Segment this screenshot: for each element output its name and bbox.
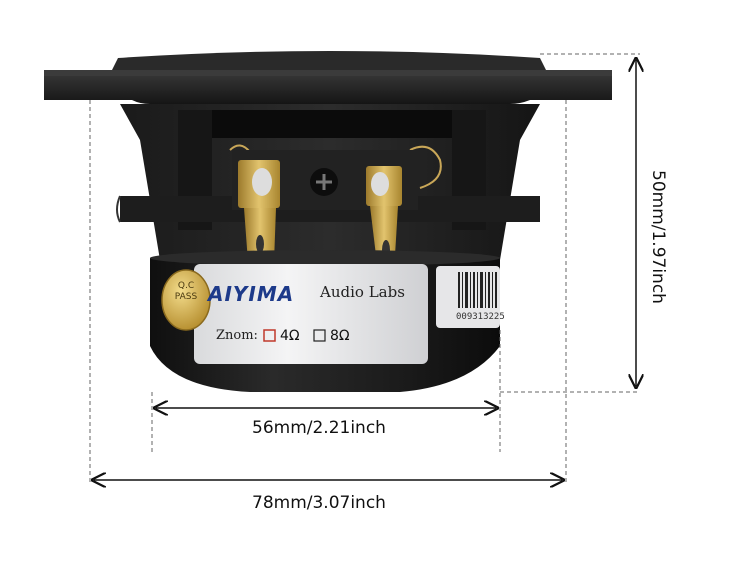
barcode <box>458 272 497 308</box>
impedance-option-4ohm: 4Ω <box>280 328 300 344</box>
speaker-top-plate <box>44 51 612 104</box>
qc-badge-text: Q.C PASS <box>169 281 203 303</box>
brand-logo-text: AIYIMA <box>208 282 295 306</box>
dimension-lines <box>89 53 640 482</box>
brand-subtitle: Audio Labs <box>320 283 405 301</box>
barcode-number: 009313225 <box>456 312 505 322</box>
qc-badge <box>161 269 211 331</box>
inner-width-dimension-label: 56mm/2.21inch <box>252 418 386 438</box>
impedance-option-8ohm: 8Ω <box>330 328 350 344</box>
qc-badge-line-1: Q.C <box>177 281 195 291</box>
qc-badge-line-2: PASS <box>174 292 198 302</box>
product-label <box>194 264 500 364</box>
height-dimension-label: 50mm/1.97inch <box>648 170 668 304</box>
impedance-label: Znom: <box>216 328 258 343</box>
outer-width-dimension-label: 78mm/3.07inch <box>252 493 386 513</box>
